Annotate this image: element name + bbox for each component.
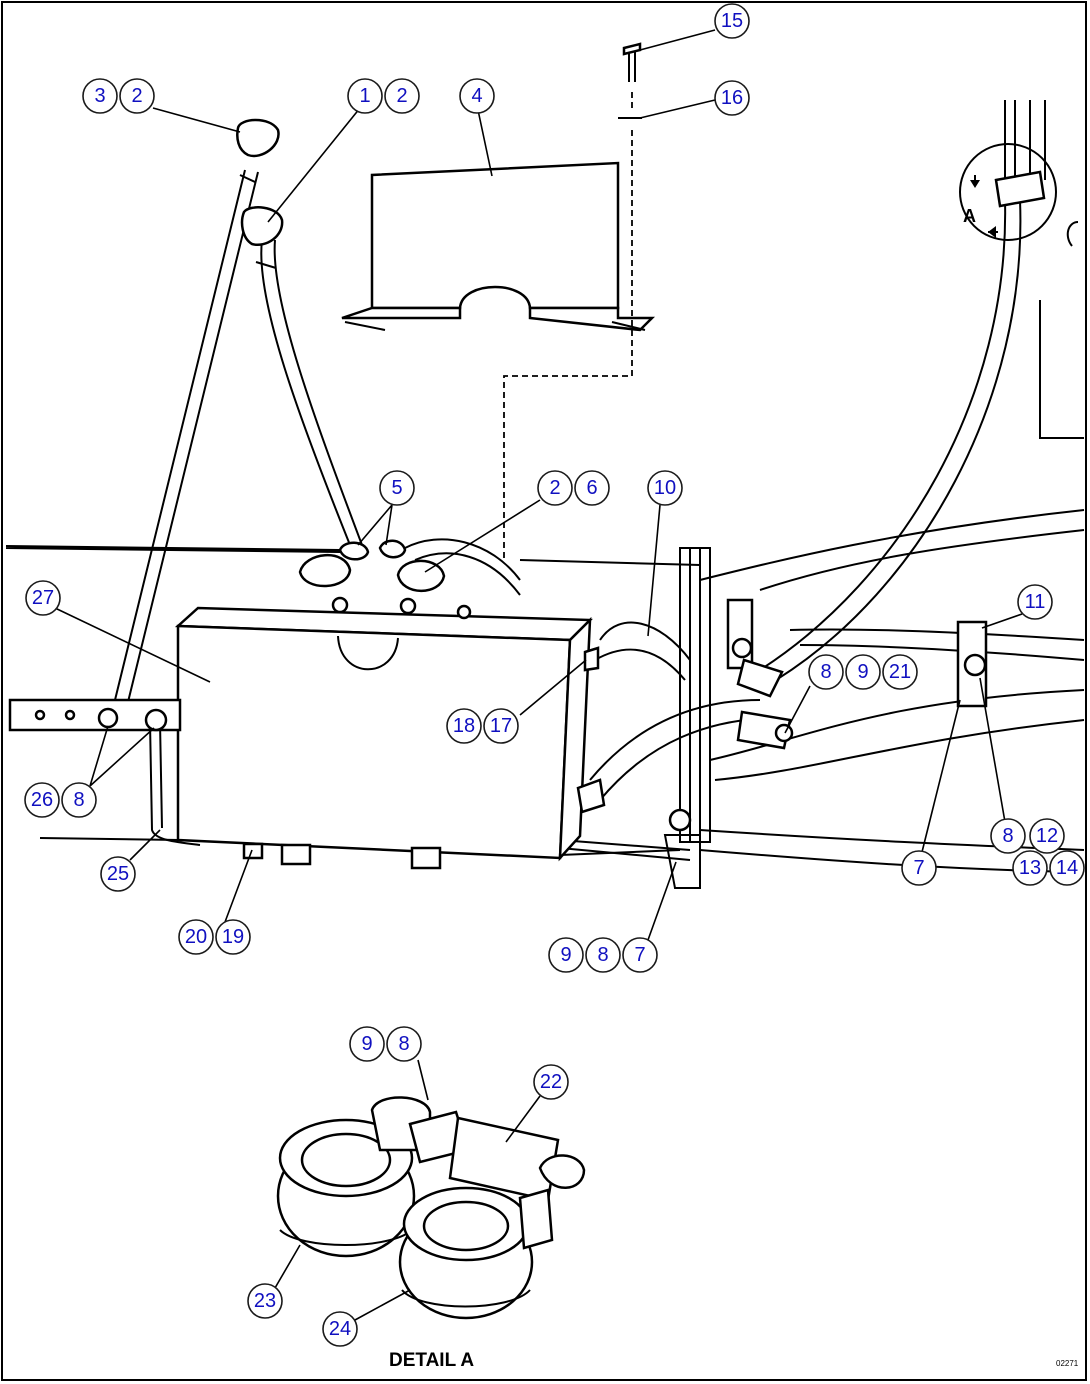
- detail-a-view: A: [959, 143, 1079, 247]
- view-label: A: [963, 206, 976, 226]
- svg-text:7: 7: [913, 857, 924, 879]
- detail-caption: DETAIL A: [389, 1350, 474, 1371]
- svg-text:22: 22: [540, 1071, 562, 1093]
- svg-text:8: 8: [73, 789, 84, 811]
- svg-text:26: 26: [31, 789, 53, 811]
- vertical-bracket: [663, 547, 711, 889]
- svg-text:16: 16: [721, 87, 743, 109]
- callout-7: 7: [901, 850, 937, 886]
- callout-16: 16: [714, 80, 750, 116]
- svg-text:25: 25: [107, 863, 129, 885]
- svg-text:9: 9: [361, 1033, 372, 1055]
- svg-text:12: 12: [1036, 825, 1058, 847]
- callout-17: 17: [483, 708, 519, 744]
- callout-24: 24: [322, 1311, 358, 1347]
- callout-9: 9: [548, 937, 584, 973]
- callout-8: 8: [61, 782, 97, 818]
- cover-bolt: [503, 42, 642, 560]
- svg-text:15: 15: [721, 10, 743, 32]
- ground-strap: [8, 698, 182, 732]
- callout-8: 8: [808, 654, 844, 690]
- callout-19: 19: [215, 919, 251, 955]
- callout-25: 25: [100, 856, 136, 892]
- svg-text:23: 23: [254, 1290, 276, 1312]
- callout-10: 10: [647, 470, 683, 506]
- callout-13: 13: [1012, 850, 1048, 886]
- callout-2: 2: [537, 470, 573, 506]
- callout-15: 15: [714, 3, 750, 39]
- callout-4: 4: [459, 78, 495, 114]
- svg-text:9: 9: [560, 944, 571, 966]
- detail-a-drawing: [276, 1096, 586, 1320]
- svg-text:18: 18: [453, 715, 475, 737]
- callout-12: 12: [1029, 818, 1065, 854]
- battery-cables: [114, 118, 1022, 861]
- svg-text:13: 13: [1019, 857, 1041, 879]
- svg-text:17: 17: [490, 715, 512, 737]
- callout-2: 2: [119, 78, 155, 114]
- svg-text:2: 2: [396, 85, 407, 107]
- callout-27: 27: [25, 580, 61, 616]
- svg-text:4: 4: [471, 85, 482, 107]
- leader-lines: [54, 29, 1023, 1321]
- callout-6: 6: [574, 470, 610, 506]
- svg-text:19: 19: [222, 926, 244, 948]
- svg-text:21: 21: [889, 661, 911, 683]
- svg-text:2: 2: [549, 477, 560, 499]
- callout-23: 23: [247, 1283, 283, 1319]
- svg-text:5: 5: [391, 477, 402, 499]
- callout-18: 18: [446, 708, 482, 744]
- callout-8: 8: [585, 937, 621, 973]
- callout-8: 8: [386, 1026, 422, 1062]
- svg-text:6: 6: [586, 477, 597, 499]
- svg-text:9: 9: [857, 661, 868, 683]
- svg-text:14: 14: [1056, 857, 1078, 879]
- svg-text:2: 2: [131, 85, 142, 107]
- svg-text:3: 3: [94, 85, 105, 107]
- callout-26: 26: [24, 782, 60, 818]
- svg-text:7: 7: [634, 944, 645, 966]
- callout-14: 14: [1049, 850, 1085, 886]
- callout-2: 2: [384, 78, 420, 114]
- svg-text:8: 8: [820, 661, 831, 683]
- callout-20: 20: [178, 919, 214, 955]
- svg-text:8: 8: [597, 944, 608, 966]
- callout-5: 5: [379, 470, 415, 506]
- svg-text:11: 11: [1025, 591, 1046, 613]
- svg-text:20: 20: [185, 926, 207, 948]
- callout-8: 8: [990, 818, 1026, 854]
- callout-3: 3: [82, 78, 118, 114]
- callout-7: 7: [622, 937, 658, 973]
- callout-22: 22: [533, 1064, 569, 1100]
- cable-clamps: [242, 598, 988, 870]
- svg-text:1: 1: [359, 85, 370, 107]
- battery: [174, 538, 593, 862]
- svg-text:8: 8: [398, 1033, 409, 1055]
- svg-text:27: 27: [32, 587, 54, 609]
- callouts: 15 16 3 2 1 2 4 5 2 6 10 27 11 8 9 21 18…: [24, 3, 1085, 1347]
- battery-cover: [341, 161, 656, 332]
- callout-1: 1: [347, 78, 383, 114]
- callout-11: 11: [1017, 584, 1053, 620]
- figure-reference: 02271: [1056, 1359, 1079, 1368]
- svg-text:8: 8: [1002, 825, 1013, 847]
- callout-9: 9: [349, 1026, 385, 1062]
- svg-text:10: 10: [654, 477, 676, 499]
- callout-9: 9: [845, 654, 881, 690]
- svg-text:24: 24: [329, 1318, 351, 1340]
- callout-21: 21: [882, 654, 918, 690]
